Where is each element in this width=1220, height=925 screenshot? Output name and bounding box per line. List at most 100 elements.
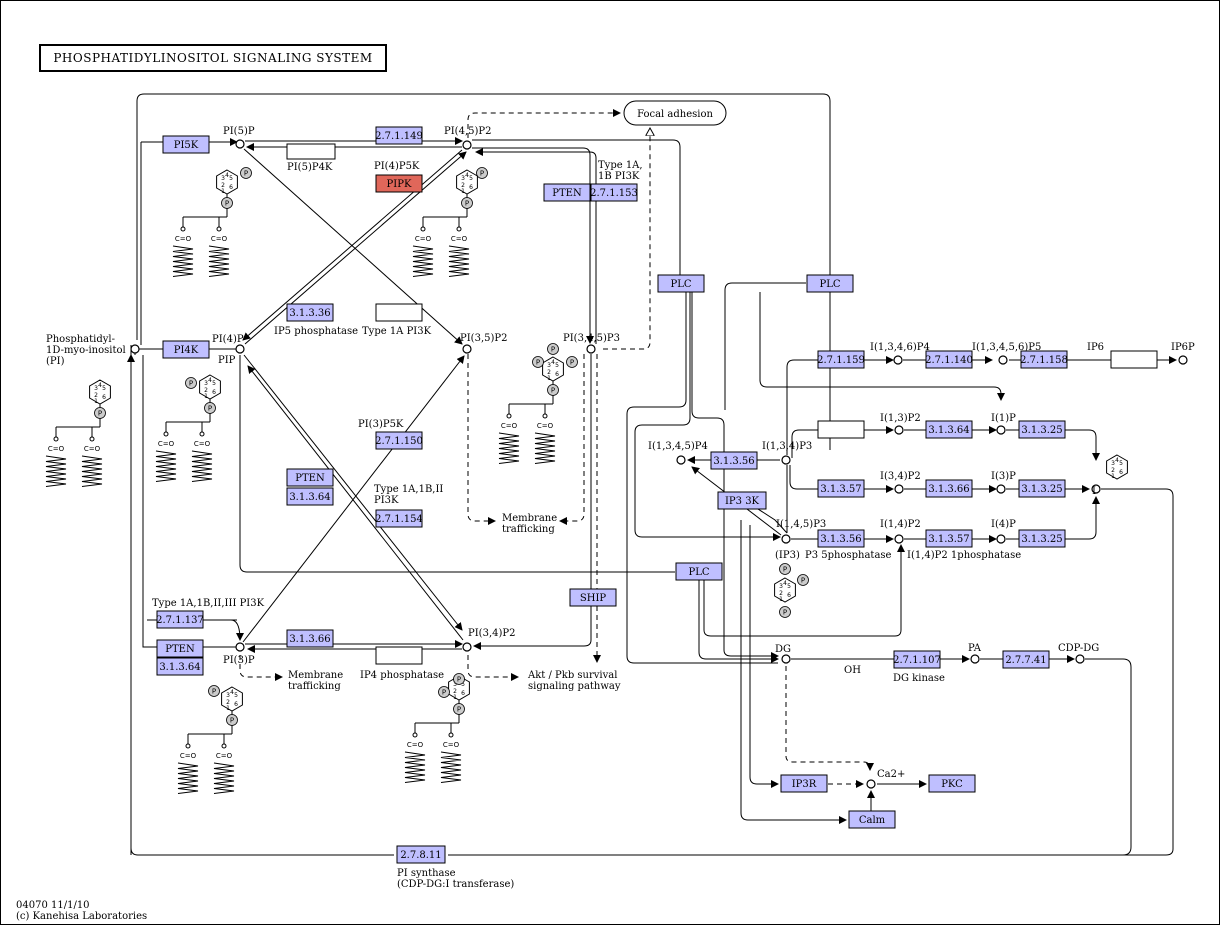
enzyme-pi5k[interactable]: PI5K [162, 135, 210, 154]
compound-ca2[interactable] [866, 779, 876, 789]
enzyme-3-1-3-64[interactable]: 3.1.3.64 [156, 657, 204, 676]
compound-pi5p[interactable] [235, 139, 245, 149]
compound-pi35p2[interactable] [462, 344, 472, 354]
enzyme-ip3-3k[interactable]: IP3 3K [717, 491, 767, 510]
compound-i1345p4[interactable] [676, 455, 686, 465]
enzyme-3-1-3-25[interactable]: 3.1.3.25 [1018, 529, 1066, 548]
enzyme-2-7-1-153[interactable]: 2.7.1.153 [590, 183, 638, 202]
svg-text:P: P [480, 170, 484, 178]
enzyme-3-1-3-25[interactable]: 3.1.3.25 [1018, 420, 1066, 439]
compound-i145p3[interactable] [781, 534, 791, 544]
enzyme-plc[interactable]: PLC [806, 274, 854, 293]
svg-text:I(1,3)P2: I(1,3)P2 [880, 413, 921, 424]
enzyme-pipk[interactable]: PIPK [375, 174, 423, 193]
compound-pi345p3[interactable] [586, 344, 596, 354]
svg-text:3.1.3.57: 3.1.3.57 [820, 484, 861, 495]
svg-text:C=O: C=O [501, 422, 518, 430]
enzyme-2-7-1-137[interactable]: 2.7.1.137 [156, 610, 204, 629]
compound-i134p3[interactable] [781, 455, 791, 465]
enzyme-ip3r[interactable]: IP3R [780, 774, 828, 793]
svg-text:3.1.3.64: 3.1.3.64 [159, 662, 200, 673]
svg-text:3.1.3.56: 3.1.3.56 [820, 534, 861, 545]
enzyme-2-7-1-149[interactable]: 2.7.1.149 [375, 126, 423, 145]
enzyme-2-7-1-150[interactable]: 2.7.1.150 [375, 431, 423, 450]
enzyme-pi4k[interactable]: PI4K [162, 340, 210, 359]
svg-text:Type 1A PI3K: Type 1A PI3K [362, 326, 432, 337]
enzyme-pten[interactable]: PTEN [156, 639, 204, 658]
enzyme-2-7-1-158[interactable]: 2.7.1.158 [1020, 350, 1068, 369]
svg-text:4: 4 [230, 689, 234, 696]
svg-text:2: 2 [1111, 467, 1115, 474]
svg-text:2.7.1.158: 2.7.1.158 [1020, 355, 1068, 366]
compound-i1p[interactable] [996, 425, 1006, 435]
enzyme-3-1-3-57[interactable]: 3.1.3.57 [925, 529, 973, 548]
svg-text:3.1.3.66: 3.1.3.66 [928, 484, 969, 495]
compound-i34p2[interactable] [894, 484, 904, 494]
enzyme-3-1-3-64[interactable]: 3.1.3.64 [286, 487, 334, 506]
compound-i14p2[interactable] [894, 534, 904, 544]
svg-text:2: 2 [94, 392, 98, 399]
compound-i13456p5[interactable] [998, 355, 1008, 365]
compound-i4p[interactable] [996, 534, 1006, 544]
svg-text:PI4K: PI4K [174, 345, 199, 356]
compound-pi3p[interactable] [235, 642, 245, 652]
enzyme-ship[interactable]: SHIP [569, 588, 617, 607]
enzyme-3-1-3-64[interactable]: 3.1.3.64 [925, 420, 973, 439]
svg-text:I(4)P: I(4)P [991, 519, 1016, 530]
enzyme-3-1-3-56[interactable]: 3.1.3.56 [710, 451, 758, 470]
compound-i1346p4[interactable] [893, 355, 903, 365]
compound-pi34p2[interactable] [462, 642, 472, 652]
svg-text:P: P [208, 405, 212, 413]
enzyme-2-7-1-154[interactable]: 2.7.1.154 [375, 509, 423, 528]
enzyme-3-1-3-56[interactable]: 3.1.3.56 [817, 529, 865, 548]
compound-ip6p[interactable] [1178, 355, 1188, 365]
enzyme-calm[interactable]: Calm [848, 810, 896, 829]
enzyme-3-1-3-66[interactable]: 3.1.3.66 [925, 479, 973, 498]
svg-text:6: 6 [461, 690, 465, 697]
compound-dg[interactable] [781, 654, 791, 664]
enzyme-2-7-8-11[interactable]: 2.7.8.11 [396, 845, 446, 864]
compound-i3p[interactable] [996, 484, 1006, 494]
compound-pi4p[interactable] [235, 344, 245, 354]
svg-text:PTEN: PTEN [295, 473, 325, 484]
svg-text:IP3 3K: IP3 3K [725, 496, 760, 507]
compound-pi45p2[interactable] [462, 140, 472, 150]
enzyme-3-1-3-57[interactable]: 3.1.3.57 [817, 479, 865, 498]
svg-text:P: P [465, 200, 469, 208]
enzyme-pkc[interactable]: PKC [928, 774, 976, 793]
focal-adhesion-node[interactable]: Focal adhesion [623, 100, 727, 126]
svg-text:5: 5 [787, 583, 791, 590]
svg-text:SHIP: SHIP [580, 593, 607, 604]
compound-inositol[interactable] [1091, 484, 1101, 494]
svg-text:4: 4 [208, 377, 212, 384]
svg-text:PI synthase: PI synthase [397, 868, 456, 879]
compound-pa[interactable] [970, 654, 980, 664]
svg-text:3.1.3.36: 3.1.3.36 [289, 308, 330, 319]
compound-pi[interactable] [130, 344, 140, 354]
compound-cdp-dg[interactable] [1075, 654, 1085, 664]
svg-text:IP3R: IP3R [792, 779, 817, 790]
svg-text:3.1.3.25: 3.1.3.25 [1021, 534, 1062, 545]
enzyme-2-7-1-107[interactable]: 2.7.1.107 [893, 650, 941, 669]
enzyme-plc[interactable]: PLC [657, 274, 705, 293]
svg-text:P: P [189, 380, 193, 388]
blank-box [375, 646, 423, 665]
enzyme-pten[interactable]: PTEN [543, 183, 591, 202]
svg-text:2: 2 [221, 182, 225, 189]
enzyme-3-1-3-36[interactable]: 3.1.3.36 [286, 303, 334, 322]
enzyme-3-1-3-25[interactable]: 3.1.3.25 [1018, 479, 1066, 498]
enzyme-plc[interactable]: PLC [675, 562, 723, 581]
enzyme-pten[interactable]: PTEN [286, 468, 334, 487]
svg-text:2.7.1.153: 2.7.1.153 [590, 188, 638, 199]
enzyme-2-7-7-41[interactable]: 2.7.7.41 [1002, 650, 1050, 669]
svg-text:I(1,4)P2 1phosphatase: I(1,4)P2 1phosphatase [907, 550, 1021, 561]
enzyme-3-1-3-66[interactable]: 3.1.3.66 [286, 629, 334, 648]
compound-i13p2[interactable] [894, 425, 904, 435]
svg-text:Type 1A,1B,II: Type 1A,1B,II [374, 484, 443, 495]
enzyme-2-7-1-140[interactable]: 2.7.1.140 [925, 350, 973, 369]
enzyme-2-7-1-159[interactable]: 2.7.1.159 [817, 350, 865, 369]
